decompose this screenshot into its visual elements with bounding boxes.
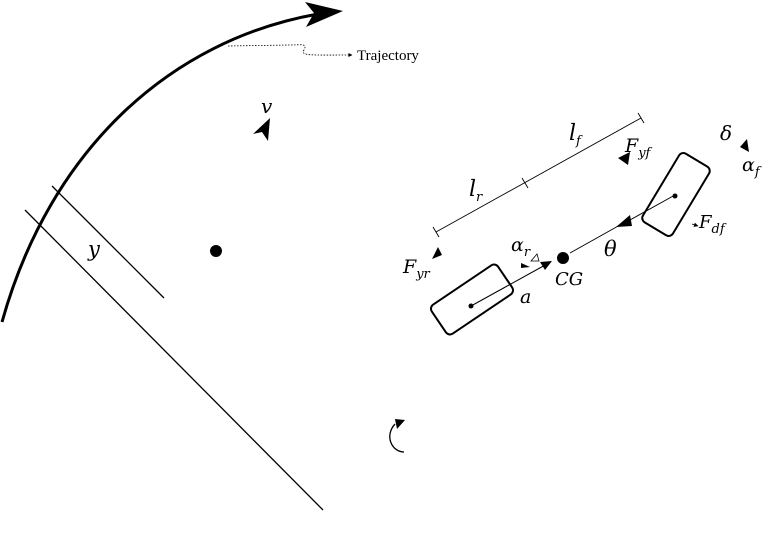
- rear-wheel: [429, 263, 515, 336]
- lateral-offset-y-label: y: [87, 237, 101, 261]
- trajectory-arrowhead: [305, 2, 343, 27]
- vehicle-axis-rear: [470, 263, 548, 307]
- reference-path-line: [24, 209, 324, 511]
- front-force-arrowhead: [616, 215, 632, 227]
- dim-tick-front: [637, 112, 645, 124]
- yaw-rotation-arc: [389, 423, 405, 453]
- vehicle-axis-front: [569, 224, 621, 254]
- cg-label: CG: [555, 269, 583, 290]
- center-of-gravity-dot: [557, 252, 569, 264]
- trajectory-label: Trajectory: [357, 48, 419, 64]
- front-axle-link: [629, 194, 676, 221]
- yaw-rotation-arrowhead: [395, 419, 405, 429]
- heading-theta-label: θ: [604, 237, 617, 261]
- rear-slip-angle-marker: [530, 253, 540, 262]
- rear-lateral-force-arrow: [432, 247, 442, 259]
- front-length-label: lf: [569, 121, 583, 149]
- steering-delta-label: δ: [720, 121, 732, 145]
- rear-lateral-force-label: Fyr: [402, 256, 431, 282]
- front-lateral-force-arrow: [618, 152, 630, 165]
- rear-slip-angle-arrow: [521, 263, 530, 268]
- velocity-arrow: [253, 118, 270, 141]
- front-lateral-force-label: Fyf: [624, 135, 653, 161]
- dim-tick-mid: [521, 177, 529, 189]
- front-drive-force-label: Fdf: [698, 212, 727, 237]
- turn-center-dot: [210, 245, 222, 257]
- rear-wheel-center: [468, 303, 474, 309]
- lateral-offset-line: [51, 185, 165, 299]
- acceleration-arrowhead: [540, 261, 552, 270]
- front-drive-force-stem: [691, 222, 699, 227]
- rear-length-label: lr: [469, 177, 483, 205]
- trajectory-curve: [0, 12, 319, 323]
- dim-tick-rear: [432, 226, 440, 238]
- wheelbase-dimension-line: [435, 117, 642, 233]
- front-wheel-center: [672, 193, 678, 199]
- accel-a-label: a: [520, 286, 531, 308]
- rear-slip-angle-label: αr: [511, 234, 531, 260]
- trajectory-callout-line: [227, 44, 353, 58]
- steering-delta-arrow: [740, 139, 749, 152]
- front-wheel: [641, 152, 711, 237]
- velocity-v-label: v: [261, 94, 273, 118]
- front-slip-angle-label: αf: [742, 154, 762, 180]
